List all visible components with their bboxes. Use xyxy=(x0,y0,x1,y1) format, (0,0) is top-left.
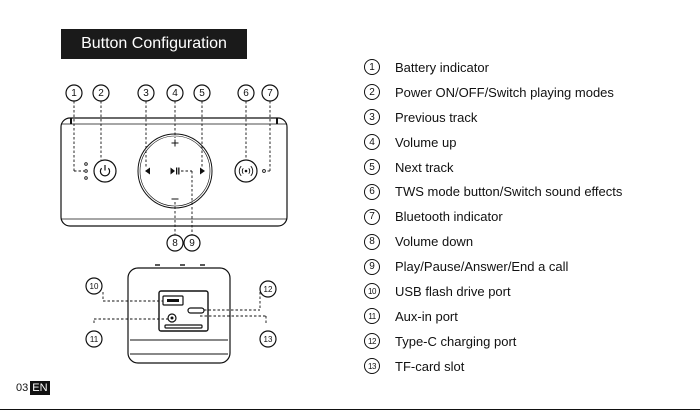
legend-label: TF-card slot xyxy=(395,358,465,374)
legend-label: USB flash drive port xyxy=(395,283,511,299)
button-legend: 1 Battery indicator 2 Power ON/OFF/Switch … xyxy=(364,55,622,379)
callout-1 xyxy=(65,84,83,102)
speaker-side-view xyxy=(127,264,231,364)
legend-item: 2 Power ON/OFF/Switch playing modes xyxy=(364,80,622,105)
legend-number: 10 xyxy=(364,283,380,300)
legend-number: 11 xyxy=(364,308,380,325)
callout-2-label: 2 xyxy=(98,88,104,99)
play-pause-icon xyxy=(170,167,180,175)
legend-number: 5 xyxy=(364,159,380,175)
callout-13-label: 13 xyxy=(264,335,273,344)
callout-3-label: 3 xyxy=(143,88,149,99)
port-panel xyxy=(158,290,209,332)
legend-item: 8 Volume down xyxy=(364,229,622,254)
legend-item: 3 Previous track xyxy=(364,105,622,130)
legend-label: Previous track xyxy=(395,109,478,125)
callout-11-label: 11 xyxy=(90,335,99,344)
aux-port xyxy=(167,313,177,323)
callout-10 xyxy=(85,277,103,295)
next-arrow-icon xyxy=(200,167,205,175)
legend-number: 3 xyxy=(364,109,380,126)
legend-item: 7 Bluetooth indicator xyxy=(364,204,622,229)
callout-6-label: 6 xyxy=(243,88,249,99)
leader-lines-side xyxy=(93,292,267,323)
leader-lines-top xyxy=(73,101,271,235)
legend-item: 6 TWS mode button/Switch sound effects xyxy=(364,179,622,204)
callout-10-label: 10 xyxy=(90,282,99,291)
callout-7 xyxy=(261,84,279,102)
aux-port-hole xyxy=(170,316,174,320)
legend-number: 13 xyxy=(364,358,380,375)
legend-label: Type-C charging port xyxy=(395,333,517,349)
callout-9-label: 9 xyxy=(189,238,195,249)
legend-number: 1 xyxy=(364,59,380,76)
battery-indicator-dots xyxy=(84,162,88,180)
callout-8 xyxy=(166,234,184,252)
legend-number: 6 xyxy=(364,183,380,200)
control-ring xyxy=(137,133,213,209)
tf-card-slot xyxy=(164,324,203,329)
legend-label: TWS mode button/Switch sound effects xyxy=(395,184,623,200)
callout-2 xyxy=(92,84,110,102)
callout-12 xyxy=(259,280,277,298)
speaker-top-view xyxy=(60,117,288,227)
legend-label: Volume up xyxy=(395,134,457,150)
legend-item: 10 USB flash drive port xyxy=(364,279,622,304)
usb-port xyxy=(162,295,184,306)
legend-number: 7 xyxy=(364,208,380,225)
legend-label: Bluetooth indicator xyxy=(395,209,503,225)
callout-8-label: 8 xyxy=(172,238,178,249)
legend-number: 2 xyxy=(364,84,380,101)
language-badge: EN xyxy=(30,381,50,395)
tws-button xyxy=(234,159,258,183)
callout-9 xyxy=(183,234,201,252)
side-body xyxy=(127,267,231,364)
legend-label: Play/Pause/Answer/End a call xyxy=(395,259,569,275)
legend-item: 13 TF-card slot xyxy=(364,354,622,379)
legend-item: 1 Battery indicator xyxy=(364,55,622,80)
callout-12-label: 12 xyxy=(264,285,273,294)
previous-arrow-icon xyxy=(145,167,150,175)
legend-label: Next track xyxy=(395,159,454,175)
legend-number: 12 xyxy=(364,333,380,350)
bluetooth-indicator-dot xyxy=(262,169,266,173)
legend-item: 11 Aux-in port xyxy=(364,304,622,329)
tws-wave-icon xyxy=(238,165,254,177)
legend-number: 8 xyxy=(364,233,380,250)
legend-item: 5 Next track xyxy=(364,155,622,180)
power-icon xyxy=(99,165,111,177)
legend-label: Power ON/OFF/Switch playing modes xyxy=(395,84,614,100)
page-number-value: 03 xyxy=(16,382,29,394)
legend-label: Aux-in port xyxy=(395,308,458,324)
legend-item: 12 Type-C charging port xyxy=(364,329,622,354)
callout-7-label: 7 xyxy=(267,88,273,99)
legend-item: 4 Volume up xyxy=(364,130,622,155)
power-button xyxy=(93,159,117,183)
speaker-notch xyxy=(70,118,72,124)
callout-13 xyxy=(259,330,277,348)
legend-item: 9 Play/Pause/Answer/End a call xyxy=(364,254,622,279)
bottom-divider xyxy=(0,409,700,410)
callout-6 xyxy=(237,84,255,102)
callout-5 xyxy=(193,84,211,102)
speaker-body xyxy=(60,117,288,227)
section-title: Button Configuration xyxy=(61,29,247,59)
callout-11 xyxy=(85,330,103,348)
legend-label: Volume down xyxy=(395,234,474,250)
plus-icon xyxy=(171,139,179,147)
speaker-notch xyxy=(276,118,278,124)
usb-port-tongue xyxy=(167,299,179,302)
callout-4-label: 4 xyxy=(172,88,178,99)
callout-5-label: 5 xyxy=(199,88,205,99)
callout-1-label: 1 xyxy=(71,88,77,99)
type-c-port xyxy=(187,307,205,314)
callout-3 xyxy=(137,84,155,102)
legend-number: 9 xyxy=(364,258,380,275)
legend-label: Battery indicator xyxy=(395,59,489,75)
callout-4 xyxy=(166,84,184,102)
legend-number: 4 xyxy=(364,134,380,151)
